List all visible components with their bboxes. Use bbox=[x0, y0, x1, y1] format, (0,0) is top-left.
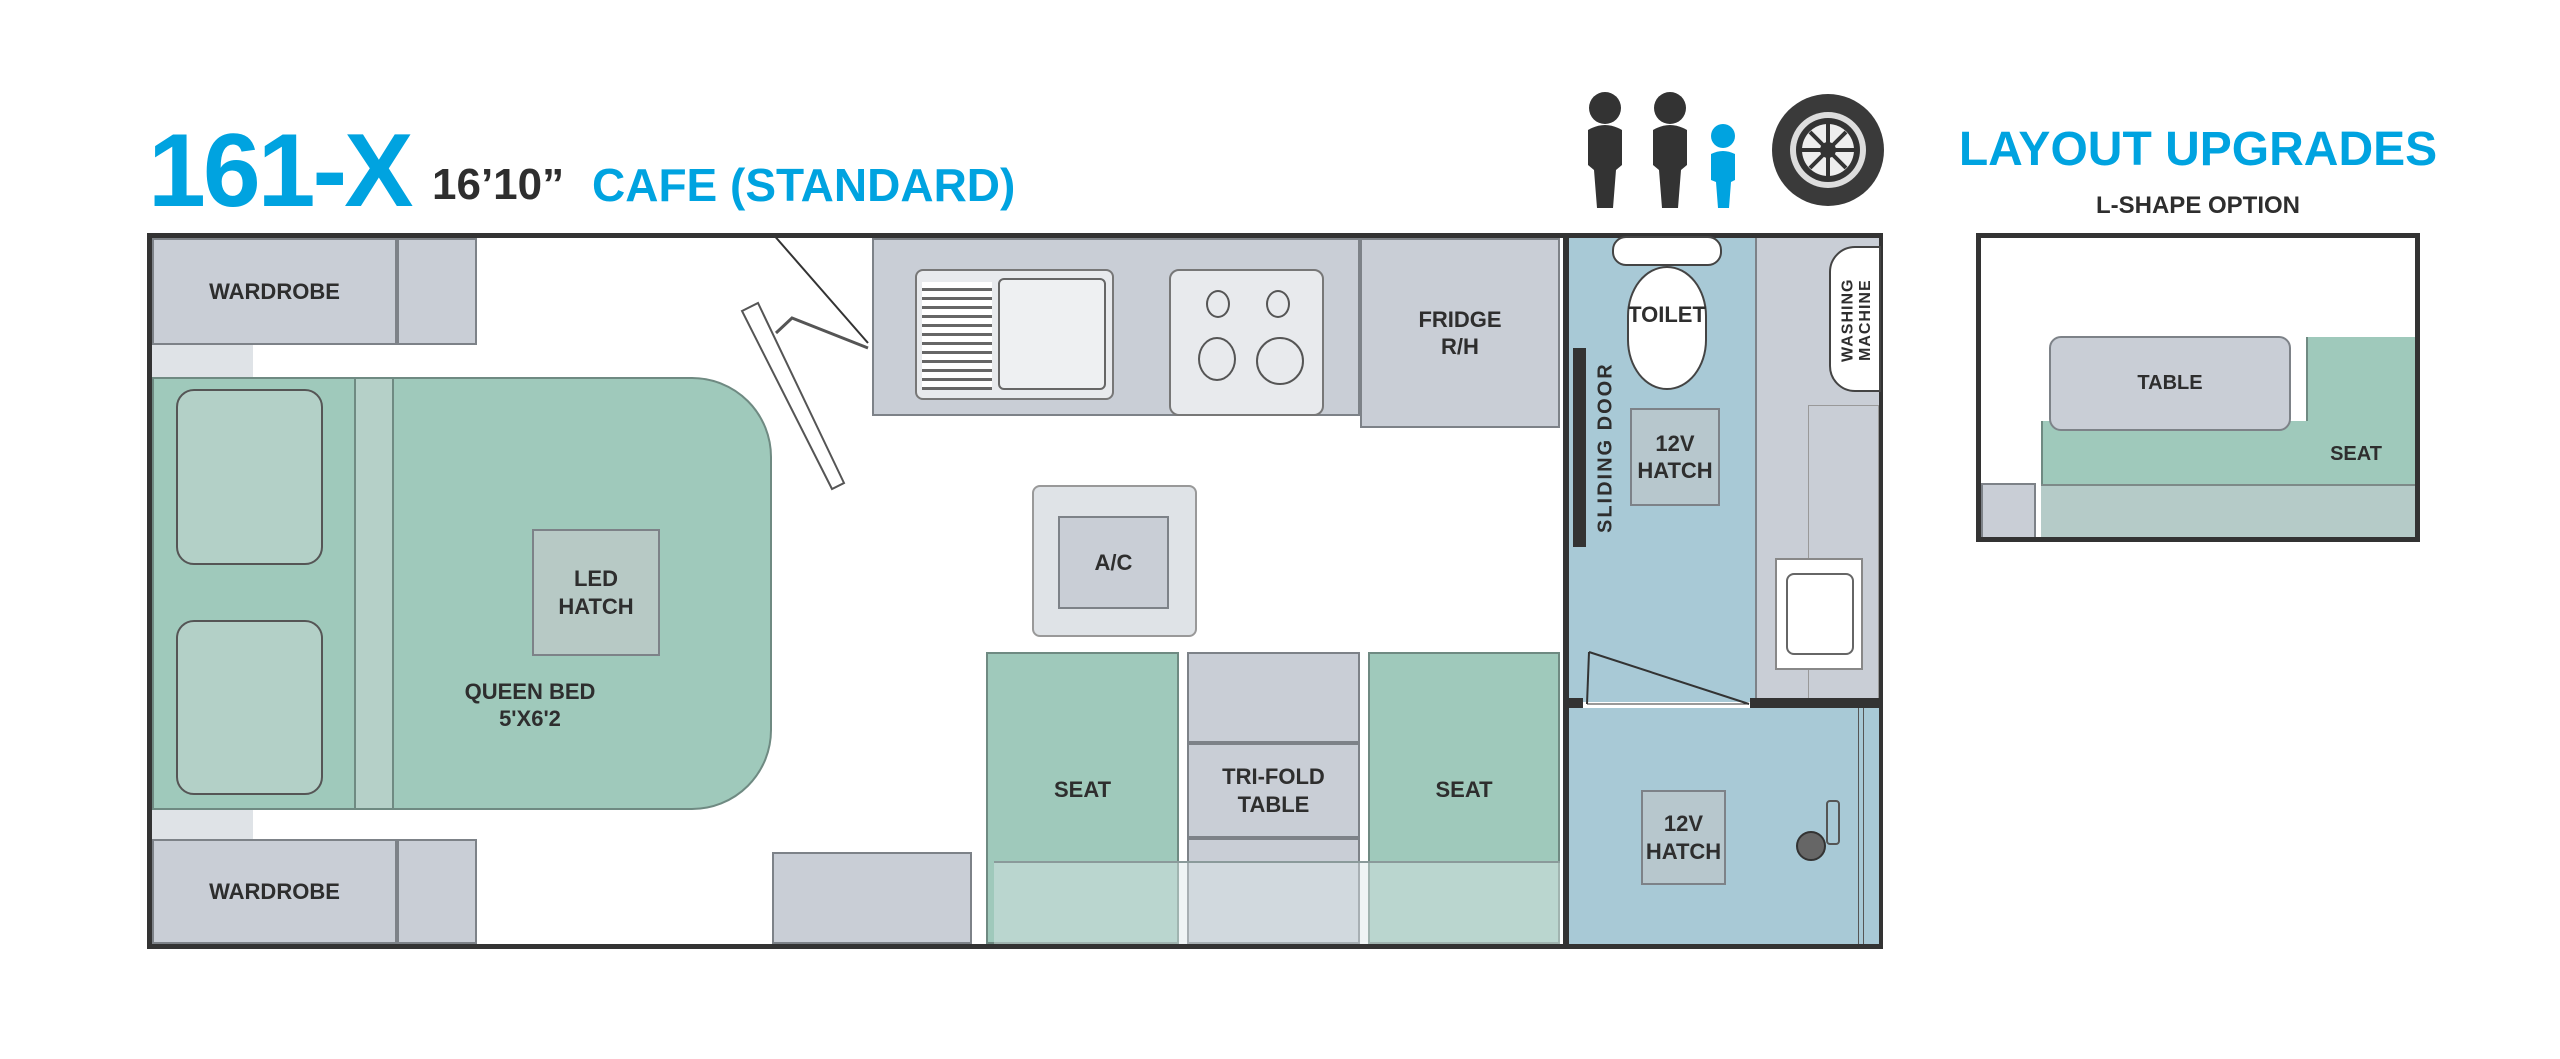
table-bottom-leaf bbox=[1187, 838, 1360, 944]
bathroom-door[interactable] bbox=[1583, 648, 1753, 708]
seat-right-label: SEAT bbox=[1435, 777, 1493, 803]
seat-left bbox=[986, 652, 1179, 944]
washing-machine bbox=[1829, 246, 1881, 392]
sliding-door[interactable] bbox=[1573, 348, 1586, 547]
bed-strip bbox=[354, 377, 394, 810]
l-seat-upper bbox=[2306, 337, 2415, 437]
ac-label: A/C bbox=[1094, 549, 1133, 575]
bedside-pillow-top bbox=[176, 389, 323, 565]
toilet-cistern bbox=[1612, 236, 1722, 266]
shower-wall-left bbox=[1563, 698, 1583, 708]
shower-head-icon bbox=[1796, 831, 1826, 861]
tri-fold-table bbox=[1187, 743, 1360, 838]
entry-door bbox=[740, 233, 869, 491]
entry-step bbox=[772, 852, 972, 944]
wardrobe-top-side bbox=[397, 238, 477, 345]
led-hatch-label: LED HATCH bbox=[558, 566, 634, 619]
ac-vent bbox=[1058, 516, 1169, 609]
model-length: 16’10” bbox=[432, 160, 565, 209]
cooktop bbox=[1169, 269, 1324, 416]
l-shape-option-plan[interactable]: TABLE SEAT bbox=[1976, 233, 2420, 542]
offroad-tyre-icon bbox=[1772, 94, 1884, 206]
child-icon bbox=[1711, 124, 1735, 208]
l-seat-base bbox=[2041, 484, 2415, 537]
layout-name: CAFE (STANDARD) bbox=[592, 159, 1016, 211]
burner-icon bbox=[1206, 290, 1230, 318]
l-seat-label: SEAT bbox=[2330, 442, 2382, 465]
burner-icon bbox=[1266, 290, 1290, 318]
burner-icon bbox=[1256, 337, 1304, 385]
bathroom-wall bbox=[1563, 238, 1569, 944]
l-cabinet bbox=[1981, 483, 2036, 537]
seat-base-overlay bbox=[994, 861, 1560, 944]
fridge bbox=[1360, 238, 1560, 428]
bedside-pillow-bottom bbox=[176, 620, 323, 795]
wardrobe-bottom bbox=[152, 839, 397, 944]
adult-icon bbox=[1588, 92, 1622, 208]
wardrobe-bottom-side bbox=[397, 839, 477, 944]
led-hatch bbox=[532, 529, 660, 656]
l-table-label: TABLE bbox=[2137, 372, 2203, 394]
wardrobe-bottom-label: WARDROBE bbox=[209, 878, 340, 904]
sliding-door-label: SLIDING DOOR bbox=[1594, 362, 1617, 533]
shower-rail bbox=[1858, 708, 1864, 944]
hatch-12v-top bbox=[1630, 408, 1720, 506]
table-top-leaf bbox=[1187, 652, 1360, 743]
model-title: 161-X bbox=[148, 113, 414, 229]
burner-icon bbox=[1198, 337, 1236, 381]
queen-bed-label: QUEEN BED 5'X6'2 bbox=[464, 678, 596, 732]
drainer-ribs bbox=[922, 282, 992, 390]
occupancy-icons bbox=[1588, 92, 1735, 208]
toilet-bowl bbox=[1627, 266, 1707, 390]
shower-wall bbox=[1750, 698, 1883, 708]
shower-tap-icon bbox=[1826, 800, 1840, 845]
l-table bbox=[2049, 336, 2291, 431]
seat-left-label: SEAT bbox=[1053, 777, 1112, 803]
seat-right bbox=[1368, 652, 1560, 944]
adult-icon bbox=[1653, 92, 1687, 208]
fridge-label: FRIDGE R/H bbox=[1418, 306, 1502, 360]
table-label: TRI-FOLD TABLE bbox=[1222, 764, 1325, 817]
basin-bowl bbox=[1786, 573, 1854, 655]
upgrades-option-label: L-SHAPE OPTION bbox=[2095, 192, 2300, 219]
upgrades-title: LAYOUT UPGRADES bbox=[1958, 123, 2438, 176]
hatch-12v-bottom-label: 12V HATCH bbox=[1645, 811, 1722, 864]
wardrobe-top-label: WARDROBE bbox=[209, 278, 340, 304]
toilet-label: TOILET bbox=[1628, 302, 1706, 328]
hatch-12v-bottom bbox=[1641, 790, 1726, 885]
washing-machine-label: WASHING MACHINE bbox=[1839, 278, 1874, 362]
hatch-12v-top-label: 12V HATCH bbox=[1637, 430, 1713, 484]
sink-bowl bbox=[998, 278, 1106, 390]
wardrobe-top bbox=[152, 238, 397, 345]
